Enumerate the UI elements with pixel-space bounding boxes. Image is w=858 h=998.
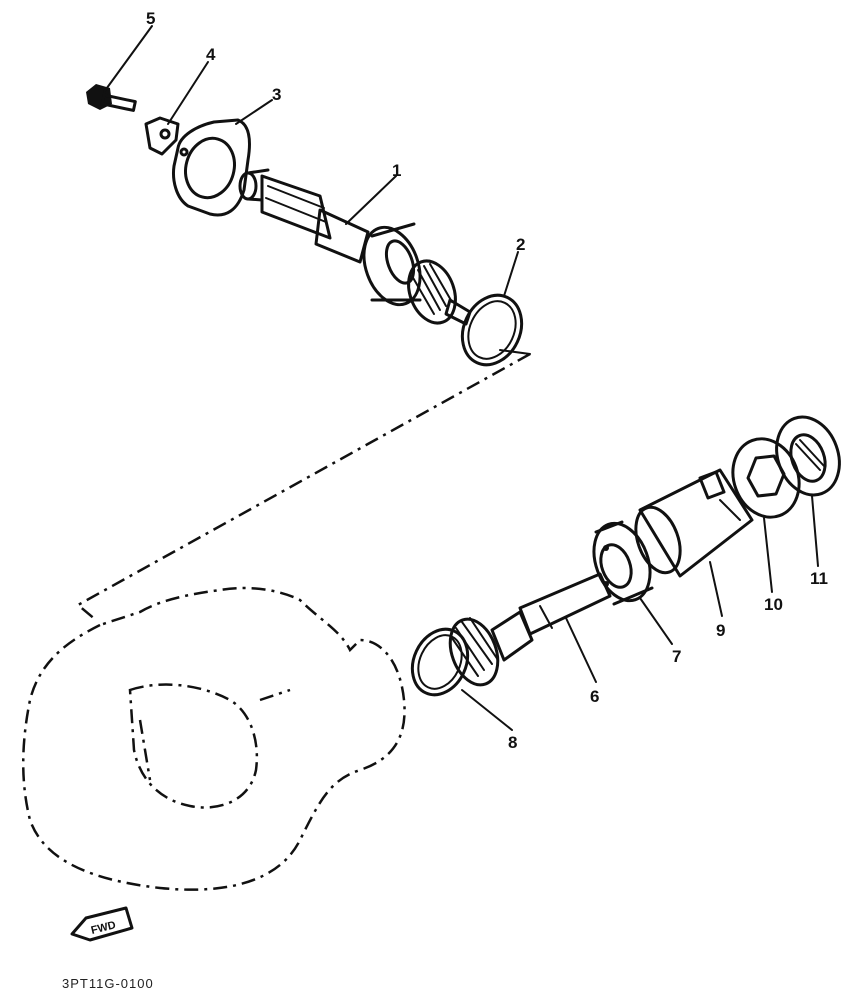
drawing-code: 3PT11G-0100 <box>62 976 154 991</box>
part-8-circlip <box>410 627 470 697</box>
part-9-sleeve <box>634 468 754 578</box>
fwd-direction-marker: FWD <box>70 906 134 942</box>
callout-4: 4 <box>206 45 216 64</box>
callout-8: 8 <box>508 733 517 752</box>
part-11-oil-seal <box>775 415 841 497</box>
part-1-shaft-gear <box>238 168 472 326</box>
callout-6: 6 <box>590 687 599 706</box>
callout-10: 10 <box>764 595 783 614</box>
callout-7: 7 <box>672 647 681 666</box>
part-4-lock-plate <box>144 116 180 156</box>
callout-11: 11 <box>810 569 828 588</box>
fwd-label: FWD <box>90 919 117 937</box>
callout-2: 2 <box>516 235 525 254</box>
callout-1: 1 <box>392 161 401 180</box>
part-5-bolt <box>86 84 137 112</box>
part-7-bearing <box>592 520 654 606</box>
callout-3: 3 <box>272 85 281 104</box>
part-3-flange-plate <box>172 118 252 217</box>
assembly-reference-line <box>75 352 531 621</box>
part-6-shaft-gear <box>448 572 612 687</box>
callout-9: 9 <box>716 621 725 640</box>
engine-crankcase-outline <box>22 586 406 891</box>
part-2-circlip <box>460 293 531 367</box>
callout-5: 5 <box>146 9 155 28</box>
fwd-arrow-icon <box>70 906 134 942</box>
leader-lines <box>103 25 819 731</box>
